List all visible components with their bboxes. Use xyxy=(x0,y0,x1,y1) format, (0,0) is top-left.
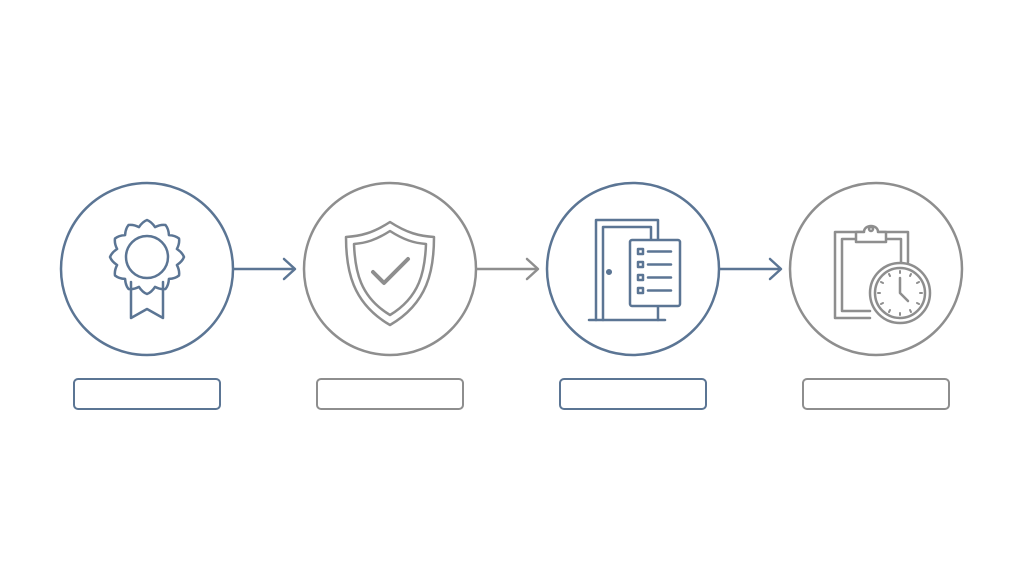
clipboard-clock-icon xyxy=(833,224,932,325)
step-2-label xyxy=(316,378,464,410)
shield-check-icon xyxy=(344,220,436,327)
door-checklist-icon xyxy=(587,218,682,322)
connector-arrow-3 xyxy=(718,257,783,281)
step-4-label xyxy=(802,378,950,410)
step-1-circle xyxy=(59,181,235,357)
step-3-label xyxy=(559,378,707,410)
step-4-circle xyxy=(788,181,964,357)
connector-arrow-2 xyxy=(475,257,540,281)
connector-arrow-1 xyxy=(232,257,297,281)
award-ribbon-icon xyxy=(108,218,186,320)
step-1-label xyxy=(73,378,221,410)
step-2-circle xyxy=(302,181,478,357)
